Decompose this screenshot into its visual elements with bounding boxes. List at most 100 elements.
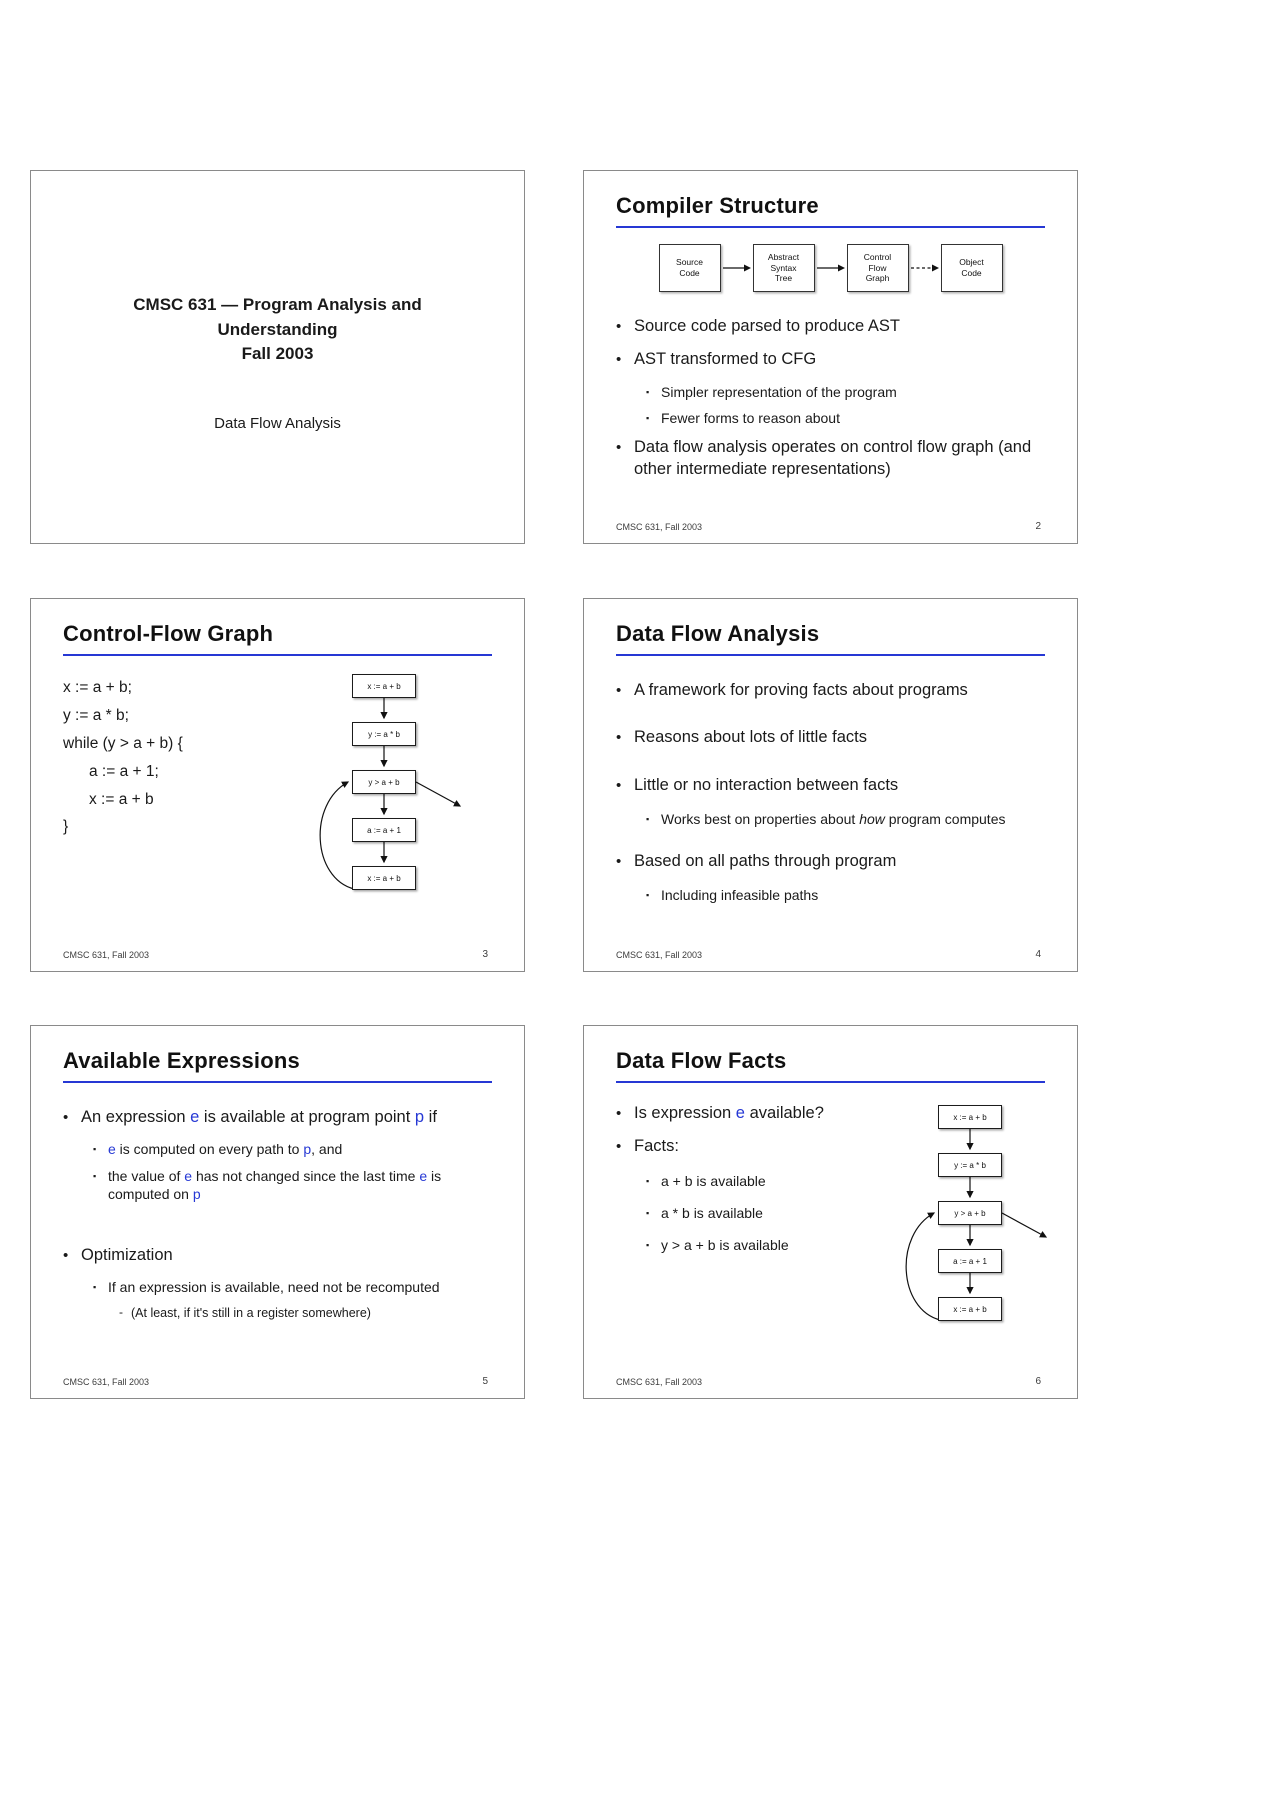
bullet-marker: • [616,318,622,335]
sub-bullet-item: ▪ e is computed on every path to p, and [93,1140,492,1158]
slide-content: Control-Flow Graph x := a + b; y := a * … [31,599,524,971]
bullet-marker: • [63,1109,69,1126]
title-card-content: CMSC 631 — Program Analysis and Understa… [31,171,524,432]
cfg-node: x := a + b [938,1297,1002,1321]
arrow-right-icon [722,264,751,272]
bullet-marker: ▪ [93,1282,97,1293]
pipeline-label-line: Flow [868,262,887,273]
bullet-list: • Source code parsed to produce AST • AS… [616,316,1045,480]
bullet-marker: • [616,351,622,369]
code-line: a := a + 1; [89,762,159,780]
cfg-node: x := a + b [938,1105,1002,1129]
slide-title: Compiler Structure [616,193,819,218]
slide-page-number: 5 [482,1376,488,1387]
bullet-marker: • [616,682,622,699]
bullet-text: AST transformed to CFG [634,350,817,369]
text-segment: Is expression [634,1104,736,1122]
bullet-marker: ▪ [646,1240,650,1251]
text-segment: if [424,1108,437,1126]
slide-page-number: 2 [1035,521,1041,532]
bullet-item: • Optimization [63,1245,492,1266]
pipeline-box-control-flow-graph: Control Flow Graph [846,244,909,292]
cfg-arrows [905,1129,1048,1321]
bullet-text: the value of e has not changed since the… [108,1167,492,1203]
cfg-node: x := a + b [352,674,416,698]
pipeline-label-line: Control [863,252,892,263]
text-segment-accent: e [190,1108,200,1126]
sub-bullet-item: ▪ Works best on properties about how pro… [646,810,1045,828]
text-segment: has not changed since the last time [192,1167,420,1184]
slide-title: Data Flow Facts [616,1048,787,1073]
slide-control-flow-graph: Control-Flow Graph x := a + b; y := a * … [30,598,525,972]
slide-content: Available Expressions • An expression e … [31,1026,524,1398]
slide-content: Data Flow Analysis • A framework for pro… [584,599,1077,971]
pipeline-box-object-code: Object Code [940,244,1003,292]
arrow-right-dashed-icon [910,264,939,272]
sub-bullet-item: ▪ a + b is available [646,1172,894,1190]
slide-footer: CMSC 631, Fall 2003 [616,522,703,532]
code-line: } [63,818,69,836]
sub-bullet-item: ▪ Including infeasible paths [646,886,1045,904]
bullet-item: • Source code parsed to produce AST [616,316,1045,337]
code-line: x := a + b [89,790,154,808]
source-code-listing: x := a + b; y := a * b; while (y > a + b… [63,674,308,908]
bullet-item: • Facts: [616,1136,894,1157]
bullet-text: Simpler representation of the program [661,383,897,400]
text-segment: is computed on [108,1167,442,1202]
pipeline-label-line: Source [676,257,703,268]
slide-body: • Is expression e available? • Facts: ▪ … [616,1103,1048,1339]
cfg-node: y := a * b [938,1153,1002,1177]
bullet-marker: ▪ [646,1175,650,1186]
pipeline-box-abstract-syntax-tree: Abstract Syntax Tree [752,244,815,292]
bullet-marker: ▪ [93,1170,97,1181]
bullet-item: • AST transformed to CFG [616,349,1045,370]
bullet-item: • Reasons about lots of little facts [616,727,1045,748]
slide-page-number: 6 [1035,1376,1041,1387]
bullet-text: Data flow analysis operates on control f… [634,438,1032,478]
sub-bullet-item: ▪ a * b is available [646,1204,894,1222]
lecture-title: Data Flow Analysis [214,414,341,432]
code-line: x := a + b; [63,679,132,696]
cfg-arrows [319,698,462,890]
text-segment-accent: p [303,1141,312,1158]
title-rule [63,1081,492,1083]
slide-data-flow-facts: Data Flow Facts • Is expression e availa… [583,1025,1078,1399]
title-rule [616,226,1045,228]
bullet-item: • Data flow analysis operates on control… [616,437,1045,480]
course-title-line-3: Fall 2003 [241,344,314,364]
text-segment-accent: e [735,1104,745,1122]
bullet-marker: ▪ [646,413,650,424]
bullet-item: • Is expression e available? [616,1103,894,1124]
text-segment: , and [311,1141,343,1158]
slide-content: Compiler Structure Source Code Abstract … [584,171,1077,543]
title-rule [616,1081,1045,1083]
cfg-node: y > a + b [352,770,416,794]
slide-title: Available Expressions [63,1048,300,1073]
text-segment-accent: e [419,1167,428,1184]
slide-page-number: 3 [482,949,488,960]
text-segment-accent: p [192,1185,201,1202]
bullet-text: Facts: [634,1137,679,1156]
arrow-right-icon [816,264,845,272]
bullet-marker: • [616,1138,622,1156]
slide-title: Data Flow Analysis [616,621,820,646]
bullet-text: Reasons about lots of little facts [634,728,867,747]
bullet-marker: ▪ [646,386,650,397]
bullet-item: • Based on all paths through program [616,851,1045,872]
sub-bullet-item: ▪ y > a + b is available [646,1236,894,1254]
bullet-text: a * b is available [661,1205,763,1222]
bullet-list: • Is expression e available? • Facts: ▪ … [616,1103,894,1339]
text-segment: Works best on properties about [661,811,860,828]
bullet-text: Fewer forms to reason about [661,410,840,427]
control-flow-graph-diagram: x := a + b y := a * b y > a + b a := a +… [894,1105,1079,1339]
sub-bullet-item: ▪ If an expression is available, need no… [93,1278,492,1296]
slide-page-number: 4 [1035,949,1041,960]
sub-bullet-item: ▪ Simpler representation of the program [646,383,1045,401]
pipeline-label-line: Syntax [770,262,797,273]
slide-title-card: CMSC 631 — Program Analysis and Understa… [30,170,525,544]
bullet-list: • An expression e is available at progra… [63,1107,492,1321]
bullet-marker: • [616,776,622,794]
slide-footer: CMSC 631, Fall 2003 [63,950,150,960]
bullet-text: Little or no interaction between facts [634,775,899,794]
bullet-marker: ▪ [646,889,650,900]
